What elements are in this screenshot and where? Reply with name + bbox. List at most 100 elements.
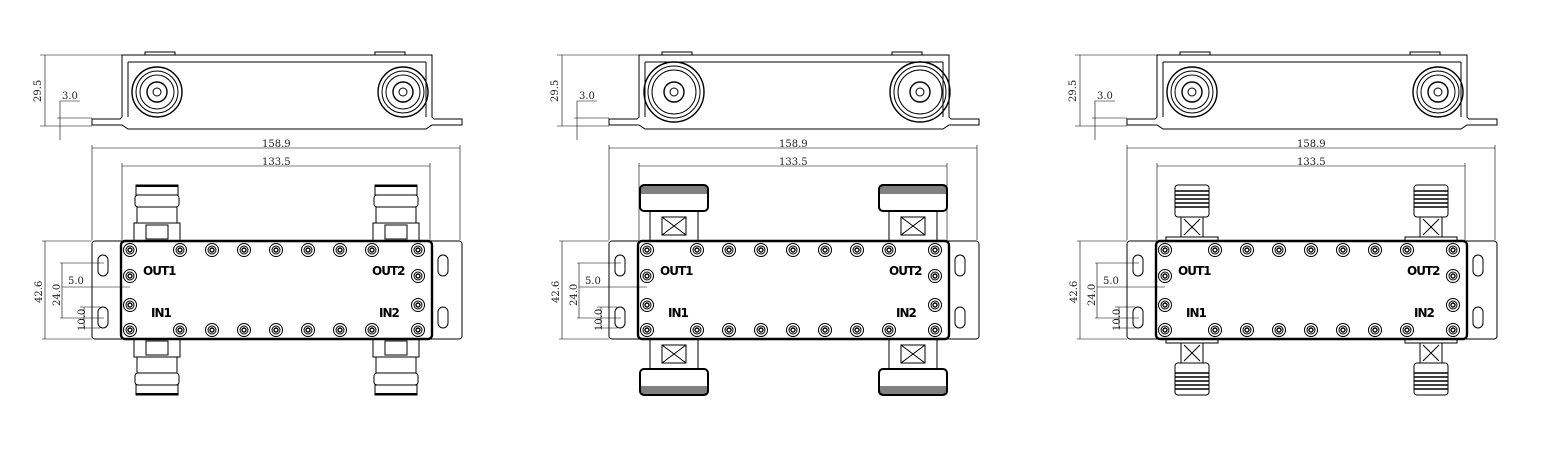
screw-washer	[1370, 325, 1380, 335]
screw-head	[369, 247, 375, 253]
screw-outer	[333, 243, 347, 257]
connector-hex-cross	[1183, 218, 1201, 236]
connector-hex-cross	[900, 344, 926, 364]
screw-head	[932, 302, 938, 308]
screw-outer	[722, 243, 736, 257]
dim-slot-offset-label: 5.0	[68, 276, 84, 287]
screw-head	[241, 327, 247, 333]
screw-outer	[1336, 243, 1350, 257]
screw-washer	[303, 245, 313, 255]
screw-head	[932, 247, 938, 253]
screw-head	[1244, 327, 1250, 333]
screw-outer	[690, 243, 704, 257]
connector-pin	[398, 87, 408, 97]
side-connector-face	[1166, 66, 1218, 118]
screw-outer	[928, 269, 942, 283]
screw-washer	[642, 300, 652, 310]
screw-washer	[367, 325, 377, 335]
connector-hex-face	[384, 224, 408, 240]
screw	[123, 269, 137, 283]
screw-outer	[882, 323, 896, 337]
connector-coupling	[878, 184, 948, 212]
screw-outer	[882, 243, 896, 257]
screw-outer	[1272, 243, 1286, 257]
connector-hex	[372, 338, 420, 358]
dim-height-label: 29.5	[33, 80, 44, 102]
connector-pin	[1433, 87, 1443, 97]
screw	[411, 298, 425, 312]
connector-hex-cross	[900, 216, 926, 236]
screw-washer	[788, 325, 798, 335]
connector-hex	[900, 216, 926, 236]
screw-head	[127, 302, 133, 308]
screw	[882, 243, 896, 257]
connector-in1	[1165, 338, 1219, 396]
mounting-flange	[91, 240, 463, 340]
screw-washer	[271, 325, 281, 335]
screw-outer	[1208, 323, 1222, 337]
screw-head	[1308, 327, 1314, 333]
connector-hex-cross	[1422, 344, 1440, 362]
port-label-in2: IN2	[379, 306, 400, 320]
screw-outer	[411, 323, 425, 337]
dim-thickness-label: 3.0	[579, 91, 595, 102]
side-top-tab	[144, 51, 176, 56]
dim-width-label: 42.6	[1069, 281, 1080, 303]
mounting-slot	[614, 254, 626, 277]
screw	[237, 323, 251, 337]
dim-body-length-label: 133.5	[779, 157, 808, 168]
side-top-tab	[374, 51, 406, 56]
screw	[173, 243, 187, 257]
screw	[205, 323, 219, 337]
screw	[1158, 298, 1172, 312]
screw	[1368, 243, 1382, 257]
connector-hex	[661, 344, 687, 364]
side-connector-face	[1412, 66, 1464, 118]
screw-washer	[1448, 300, 1458, 310]
connector-ring	[1420, 74, 1456, 110]
dim-slot-length-label: 10.0	[77, 309, 88, 331]
side-connector-face	[643, 61, 705, 123]
screw-head	[1340, 247, 1346, 253]
connector-pin	[1187, 87, 1197, 97]
connector-hex	[133, 338, 181, 358]
screw-head	[644, 273, 650, 279]
connector-coupling	[639, 368, 709, 396]
screw	[818, 243, 832, 257]
connector-in1	[639, 338, 709, 396]
screw-head	[415, 247, 421, 253]
port-label-in1: IN1	[1186, 306, 1207, 320]
screw-outer	[301, 243, 315, 257]
screw-head	[273, 327, 279, 333]
mounting-slot	[1472, 254, 1484, 277]
screw-outer	[1446, 323, 1460, 337]
connector-coupling	[878, 368, 948, 396]
connector-outer-ring	[889, 61, 951, 123]
screw-washer	[1448, 245, 1458, 255]
screw-outer	[818, 323, 832, 337]
screw-outer	[1400, 323, 1414, 337]
screw-washer	[1370, 245, 1380, 255]
screw-outer	[640, 323, 654, 337]
connector-dielectric	[663, 81, 685, 103]
connector-hex-face	[384, 340, 408, 356]
side-body-outline	[1126, 54, 1498, 130]
connector-hex-face	[145, 224, 169, 240]
connector-dielectric	[1427, 81, 1449, 103]
screw	[1158, 243, 1172, 257]
connector-ring	[139, 74, 175, 110]
dim-slot-offset-label: 5.0	[1103, 276, 1119, 287]
screw-outer	[237, 243, 251, 257]
screw-washer	[335, 325, 345, 335]
screw	[301, 323, 315, 337]
dim-height-label: 29.5	[1068, 80, 1079, 102]
screw-washer	[335, 245, 345, 255]
screw-washer	[642, 271, 652, 281]
screw-washer	[724, 325, 734, 335]
screw-head	[726, 247, 732, 253]
screw-head	[415, 273, 421, 279]
